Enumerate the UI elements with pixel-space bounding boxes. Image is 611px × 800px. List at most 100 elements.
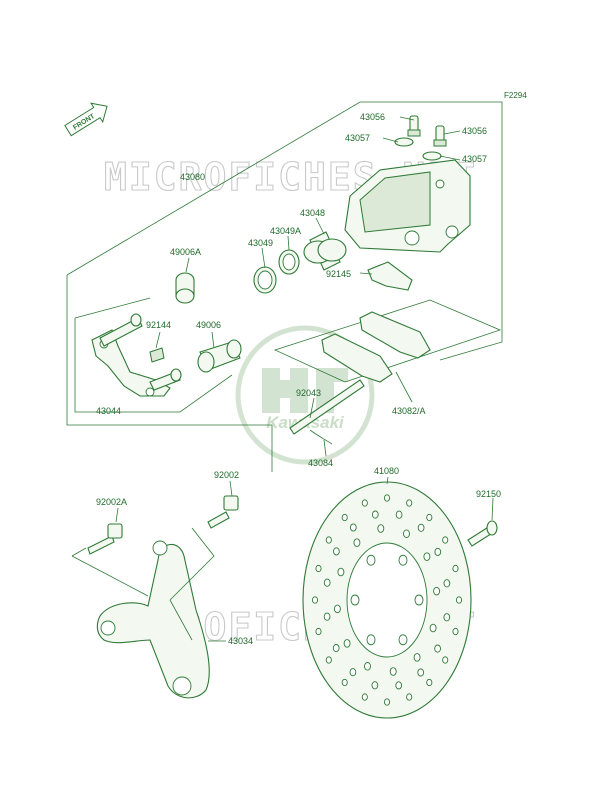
- disc-vent-hole: [413, 653, 421, 662]
- disc-vent-hole: [452, 564, 459, 573]
- label-92145: 92145: [326, 269, 351, 279]
- pad-pin-clip: [309, 429, 333, 445]
- disc-vent-hole: [443, 579, 451, 588]
- label-43048: 43048: [300, 208, 325, 218]
- label-43056-left: 43056: [360, 112, 385, 122]
- disc-vent-hole: [364, 662, 371, 671]
- label-49006: 49006: [196, 320, 221, 330]
- disc-vent-hole: [442, 656, 449, 664]
- label-43082a: 43082/A: [392, 406, 426, 416]
- pad-retainer: [149, 347, 165, 363]
- disc-vent-hole: [337, 567, 345, 577]
- caliper-holder: [96, 540, 210, 699]
- label-92043: 92043: [296, 388, 321, 398]
- pad-pin: [289, 379, 365, 435]
- disc-mount-hole: [350, 594, 360, 606]
- bracket-box-top: [74, 297, 151, 319]
- disc-vent-hole: [426, 513, 433, 522]
- brake-pad-rear: [359, 311, 431, 359]
- bolt-92002: [207, 495, 239, 529]
- disc-vent-hole: [429, 623, 437, 633]
- disc-vent-hole: [311, 596, 319, 604]
- caliper-assembly-box: [66, 101, 503, 361]
- disc-vent-hole: [349, 668, 357, 677]
- disc-vent-hole: [395, 510, 403, 519]
- pin-boot-upper: [175, 272, 195, 304]
- label-92002: 92002: [214, 470, 239, 480]
- bleeder-valve-right: [433, 125, 447, 147]
- label-49006a: 49006A: [170, 247, 201, 257]
- disc-vent-hole: [433, 586, 441, 596]
- disc-vent-hole: [325, 536, 332, 544]
- ref-code: F2294: [504, 91, 527, 100]
- bleeder-valve-left: [407, 115, 421, 137]
- disc-vent-hole: [434, 644, 441, 653]
- disc-vent-hole: [371, 681, 379, 690]
- bracket-box: [74, 318, 233, 413]
- disc-vent-hole: [325, 656, 332, 664]
- piston: [303, 231, 347, 271]
- label-41080: 41080: [374, 466, 399, 476]
- bolt-92150: [467, 520, 498, 547]
- disc-vent-hole: [417, 668, 425, 677]
- pin-boot-lower: [197, 339, 242, 373]
- part-labels: 43056 43056 43057 43057 43080 43048 4304…: [96, 112, 501, 646]
- disc-vent-hole: [333, 547, 340, 556]
- bleeder-cap-left: [394, 137, 414, 147]
- disc-vent-hole: [452, 627, 459, 636]
- disc-vent-hole: [371, 510, 379, 519]
- bolt-92002a: [87, 523, 123, 555]
- disc-vent-hole: [361, 499, 368, 507]
- disc-vent-hole: [443, 613, 451, 622]
- disc-vent-hole: [383, 494, 391, 502]
- label-43057-left: 43057: [345, 133, 370, 143]
- caliper-body: [344, 159, 471, 253]
- disc-vent-hole: [423, 552, 431, 561]
- label-43084: 43084: [308, 458, 333, 468]
- disc-vent-hole: [315, 564, 322, 573]
- disc-vent-hole: [333, 604, 341, 614]
- disc-vent-hole: [323, 612, 331, 621]
- kawasaki-logo: Kawasaki: [235, 325, 375, 465]
- disc-mount-hole: [414, 594, 424, 606]
- brake-pad-front: [321, 333, 393, 383]
- label-43056-right: 43056: [462, 126, 487, 136]
- label-92002a: 92002A: [96, 497, 127, 507]
- disc-vent-hole: [389, 667, 397, 676]
- disc-vent-hole: [417, 523, 425, 532]
- disc-vent-hole: [341, 678, 348, 687]
- disc-vent-hole: [315, 627, 322, 636]
- label-43049: 43049: [248, 238, 273, 248]
- disc-vent-hole: [349, 523, 357, 532]
- leader-lines: [71, 116, 494, 642]
- brake-disc: [302, 481, 472, 719]
- disc-vent-hole: [343, 639, 351, 648]
- label-43057-right: 43057: [462, 154, 487, 164]
- pad-spring: [367, 261, 413, 291]
- disc-vent-hole: [323, 578, 331, 587]
- disc-vent-hole: [353, 538, 361, 547]
- disc-vent-hole: [403, 529, 410, 538]
- disc-vent-hole: [442, 536, 449, 544]
- disc-vent-hole: [455, 596, 463, 604]
- disc-vent-hole: [377, 524, 385, 533]
- disc-mount-hole: [398, 634, 408, 646]
- label-92150: 92150: [476, 489, 501, 499]
- disc-vent-hole: [434, 547, 442, 556]
- caliper-bracket: [91, 313, 182, 397]
- bleeder-cap-right: [422, 151, 442, 161]
- front-arrow-icon: FRONT: [64, 102, 108, 137]
- disc-vent-hole: [361, 693, 368, 701]
- disc-mount-hole: [366, 634, 376, 646]
- label-92144: 92144: [146, 320, 171, 330]
- disc-vent-hole: [383, 698, 391, 706]
- disc-mount-hole: [366, 554, 376, 566]
- label-43044: 43044: [96, 406, 121, 416]
- disc-vent-hole: [341, 513, 348, 522]
- disc-mount-hole: [398, 554, 408, 566]
- label-43049a: 43049A: [270, 226, 301, 236]
- disc-vent-hole: [406, 499, 413, 507]
- caliper-assembly-box-lower: [66, 275, 273, 472]
- label-43080: 43080: [180, 172, 205, 182]
